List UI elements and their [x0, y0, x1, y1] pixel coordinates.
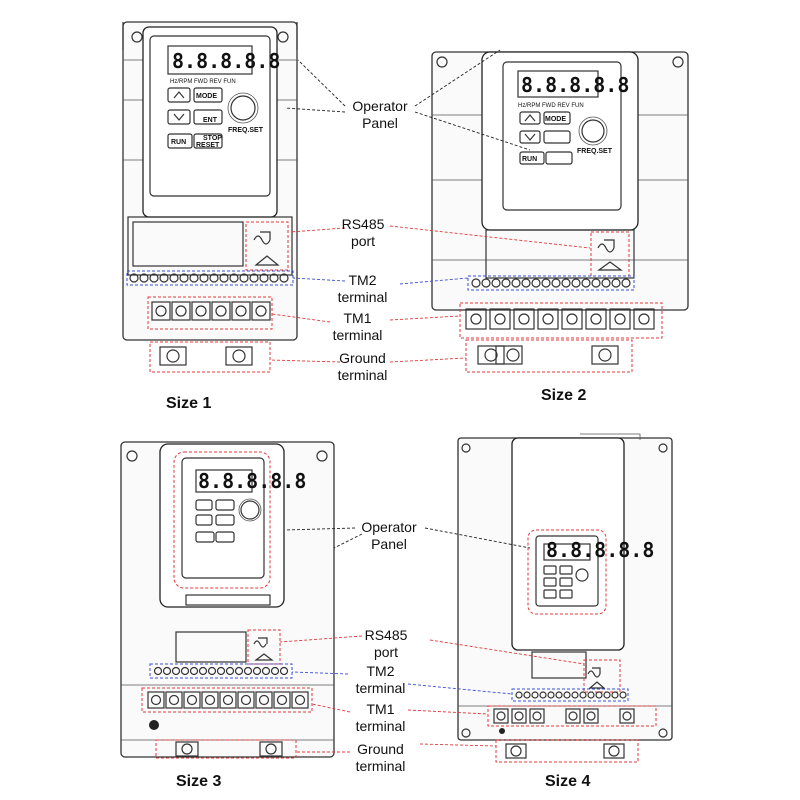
- callout-text: Panel: [362, 115, 398, 131]
- size-4-tm2-row: [511, 688, 629, 702]
- size-1-keypad: 8.8.8.8.8 Hz/RPM FWD REV FUN MODE ENT RU…: [142, 26, 280, 218]
- callout-tm2-top: TM2 terminal: [325, 272, 400, 306]
- callout-text: Panel: [371, 536, 407, 552]
- size-3-caption: Size 3: [176, 773, 222, 790]
- callout-text: port: [373, 644, 399, 660]
- callout-text: terminal: [355, 680, 406, 696]
- up-key[interactable]: [167, 87, 191, 103]
- size-1-tm1-row: [147, 296, 273, 330]
- size-4-keypad: 8.8.8.8.8: [527, 529, 654, 615]
- reset-key-label: RESET: [196, 142, 220, 149]
- size-2-tm1-row: [459, 302, 663, 339]
- callout-rs485-bottom: RS485 port: [358, 627, 414, 661]
- callout-text: RS485: [364, 627, 408, 643]
- size-4-caption: Size 4: [545, 773, 591, 790]
- callout-ground-top: Ground terminal: [325, 350, 400, 384]
- run-key[interactable]: [167, 133, 193, 149]
- size-3-keypad: 8.8.8.8.8: [173, 451, 306, 589]
- size-3-display: 8.8.8.8.8: [198, 469, 306, 493]
- callout-text: RS485: [341, 216, 385, 232]
- callout-text: Ground: [357, 741, 404, 757]
- callout-text: port: [350, 233, 376, 249]
- size-1-caption: Size 1: [166, 395, 212, 412]
- size-2-caption: Size 2: [541, 387, 587, 404]
- size-1-tm2-row: [126, 270, 294, 286]
- callout-text: Ground: [339, 350, 386, 366]
- down-key[interactable]: [167, 109, 191, 125]
- size-2-indicators: Hz/RPM FWD REV FUN: [518, 103, 584, 109]
- size-4-tm1-row: [487, 705, 657, 727]
- size-1-display: 8.8.8.8.8: [172, 49, 280, 73]
- callout-text: TM1: [366, 701, 395, 717]
- size-4-ground-terminals: [495, 739, 639, 763]
- knob-label: FREQ.SET: [228, 127, 264, 134]
- callout-rs485-top: RS485 port: [335, 216, 391, 250]
- size-4-display: 8.8.8.8.8: [546, 538, 654, 562]
- size-2-display: 8.8.8.8.8: [521, 73, 629, 97]
- callout-operator-panel-bottom: Operator Panel: [354, 519, 424, 553]
- callout-text: TM2: [348, 272, 377, 288]
- callout-text: terminal: [355, 758, 406, 774]
- size-2-keypad: 8.8.8.8.8 Hz/RPM FWD REV FUN MODE RUN FR…: [502, 61, 629, 211]
- callout-tm1-top: TM1 terminal: [320, 310, 395, 344]
- size-1-indicators: Hz/RPM FWD REV FUN: [170, 79, 236, 85]
- callout-text: terminal: [355, 718, 406, 734]
- enter-key-label: ENT: [203, 117, 218, 124]
- size-3-tm2-row: [149, 663, 293, 679]
- size-2-knob-label: FREQ.SET: [577, 148, 613, 155]
- stop-key-label: STOP: [203, 135, 222, 142]
- mode-key-label: MODE: [196, 93, 217, 100]
- size-2-tm2-row: [467, 275, 635, 291]
- size-1-drive: 8.8.8.8.8 Hz/RPM FWD REV FUN MODE ENT RU…: [122, 21, 298, 373]
- callout-ground-bottom: Ground terminal: [343, 741, 418, 775]
- size-3-ground-terminals: [155, 739, 297, 759]
- size-2-ground-terminals: [465, 339, 633, 373]
- callout-tm1-bottom: TM1 terminal: [343, 701, 418, 735]
- callout-text: terminal: [337, 367, 388, 383]
- run-key-label: RUN: [171, 139, 186, 146]
- callout-tm2-bottom: TM2 terminal: [343, 663, 418, 697]
- size-2-run-label: RUN: [522, 156, 537, 163]
- callout-text: Operator: [352, 98, 408, 114]
- size-1-ground-terminals: [149, 341, 271, 373]
- mode-key[interactable]: [193, 87, 223, 103]
- size-2-mode-label: MODE: [545, 116, 566, 123]
- size-2-drive: 8.8.8.8.8 Hz/RPM FWD REV FUN MODE RUN FR…: [431, 51, 689, 373]
- rs485-port-icon: [253, 231, 271, 245]
- size-3-drive: 8.8.8.8.8: [120, 441, 335, 759]
- callout-text: terminal: [332, 327, 383, 343]
- size-4-drive: 8.8.8.8.8: [457, 433, 673, 763]
- callout-text: Operator: [361, 519, 417, 535]
- callout-text: TM1: [343, 310, 372, 326]
- callout-text: TM2: [366, 663, 395, 679]
- callout-operator-panel-top: Operator Panel: [345, 98, 415, 132]
- frequency-knob[interactable]: [230, 95, 256, 121]
- stop-reset-key[interactable]: [193, 133, 223, 149]
- size-3-tm1-row: [141, 687, 313, 713]
- callout-text: terminal: [337, 289, 388, 305]
- leader-lines: [269, 49, 591, 753]
- enter-key[interactable]: [193, 109, 223, 125]
